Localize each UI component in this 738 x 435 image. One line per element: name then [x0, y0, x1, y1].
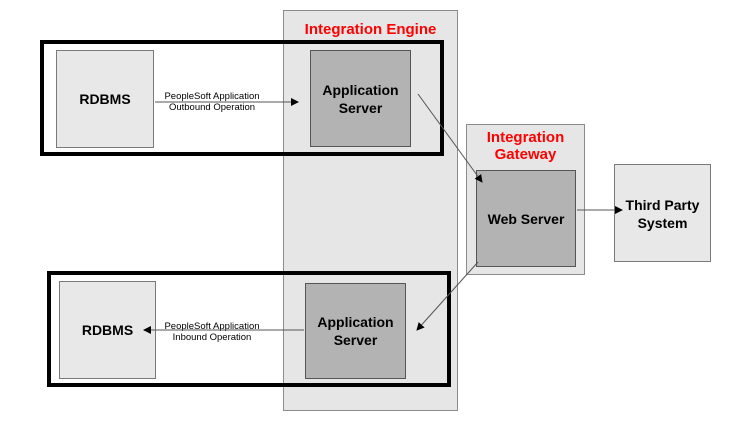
outbound-label-line2: Outbound Operation	[168, 102, 256, 113]
integration-engine-title: Integration Engine	[304, 21, 437, 38]
inbound-flow-frame	[47, 271, 451, 387]
inbound-application-server-label: Application Server	[317, 313, 393, 349]
web-server-label: Web Server	[487, 210, 565, 227]
inbound-application-server-line2: Server	[333, 332, 378, 348]
third-party-system-node: Third Party System	[614, 164, 711, 262]
outbound-application-server-line1: Application	[322, 81, 399, 98]
outbound-application-server-label: Application Server	[322, 81, 398, 117]
third-party-line1: Third Party	[625, 197, 700, 213]
outbound-rdbms-label: RDBMS	[79, 91, 131, 107]
outbound-application-server-line2: Server	[338, 99, 383, 116]
outbound-application-server-node: Application Server	[310, 50, 411, 147]
integration-gateway-title-line2: Gateway	[494, 146, 557, 163]
inbound-application-server-node: Application Server	[305, 283, 406, 379]
inbound-label-line1: PeopleSoft Application	[164, 321, 260, 332]
inbound-label-line2: Inbound Operation	[172, 332, 252, 343]
integration-gateway-title-line1: Integration	[486, 129, 565, 146]
outbound-rdbms-node: RDBMS	[56, 50, 154, 148]
inbound-rdbms-node: RDBMS	[59, 281, 156, 379]
outbound-operation-label: PeopleSoft Application Outbound Operatio…	[152, 91, 272, 113]
outbound-flow-frame	[40, 40, 444, 156]
appserver-to-webserver-arrow	[417, 93, 483, 183]
webserver-to-inbound-appserver-arrow	[416, 261, 479, 331]
inbound-application-server-line1: Application	[317, 314, 394, 330]
third-party-system-label: Third Party System	[626, 196, 700, 232]
integration-gateway-title: Integration Gateway	[466, 129, 585, 163]
web-server-node: Web Server	[476, 170, 576, 267]
outbound-label-line1: PeopleSoft Application	[164, 91, 260, 102]
third-party-line2: System	[637, 215, 688, 231]
inbound-rdbms-label: RDBMS	[81, 322, 134, 338]
inbound-operation-label: PeopleSoft Application Inbound Operation	[153, 321, 271, 343]
